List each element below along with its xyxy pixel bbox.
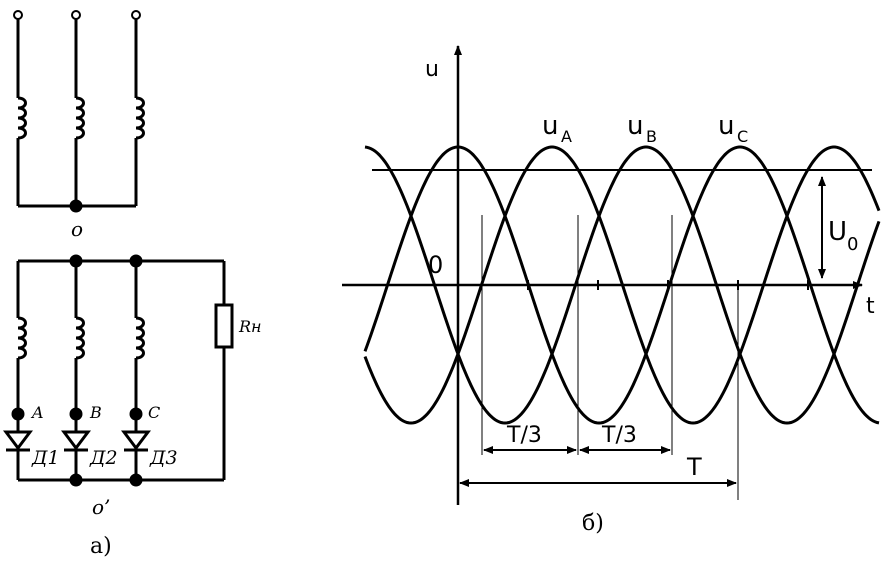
svg-text:u: u (718, 111, 734, 141)
coil (75, 96, 85, 140)
diode-1-label: Д1 (31, 447, 60, 469)
caption-b: б) (582, 511, 604, 536)
coil (75, 316, 85, 360)
coil (17, 316, 27, 360)
node-o-prime-label: o’ (92, 495, 110, 519)
wave-uc (364, 145, 881, 425)
wave-ub (363, 145, 881, 425)
y-axis-label: u (425, 57, 439, 82)
terminal-circle (71, 10, 81, 20)
x-axis-label: t (866, 294, 875, 319)
curve-label-ub: u B (627, 111, 657, 146)
period-label: T (686, 453, 702, 481)
terminal-circle (131, 10, 141, 20)
diode-2-label: Д2 (89, 447, 118, 469)
svg-text:u: u (627, 111, 643, 141)
coil (135, 316, 145, 360)
phase-b-label: B (89, 403, 102, 422)
phase-c-label: C (148, 403, 160, 422)
waveform-plot (342, 45, 881, 505)
level-label-u0: U 0 (828, 217, 858, 255)
third-period-label-1: T/3 (506, 423, 542, 448)
wave-ua (363, 145, 880, 425)
diode-triangle (3, 430, 33, 451)
svg-text:U: U (828, 217, 847, 247)
coil (17, 96, 27, 140)
diode-3-label: Д3 (149, 447, 178, 469)
rectifier-circuit (3, 254, 234, 487)
node-o-label: o (71, 217, 83, 241)
load-label: Rн (238, 317, 262, 336)
svg-text:0: 0 (847, 234, 858, 255)
svg-text:B: B (646, 127, 657, 146)
svg-text:u: u (542, 111, 558, 141)
svg-text:A: A (561, 127, 572, 146)
curve-label-ua: u A (542, 111, 572, 146)
diode-triangle (121, 430, 151, 451)
coil (135, 96, 145, 140)
origin-label: 0 (428, 251, 443, 279)
curve-label-uc: u C (718, 111, 748, 146)
terminal-circle (13, 10, 23, 20)
diode-triangle (61, 430, 91, 451)
third-period-label-2: T/3 (601, 423, 637, 448)
phase-a-label: A (30, 403, 44, 422)
load-resistor (214, 303, 234, 349)
svg-text:C: C (737, 127, 748, 146)
caption-a: а) (90, 534, 112, 559)
neutral-node (69, 199, 83, 213)
transformer-top (13, 10, 145, 213)
